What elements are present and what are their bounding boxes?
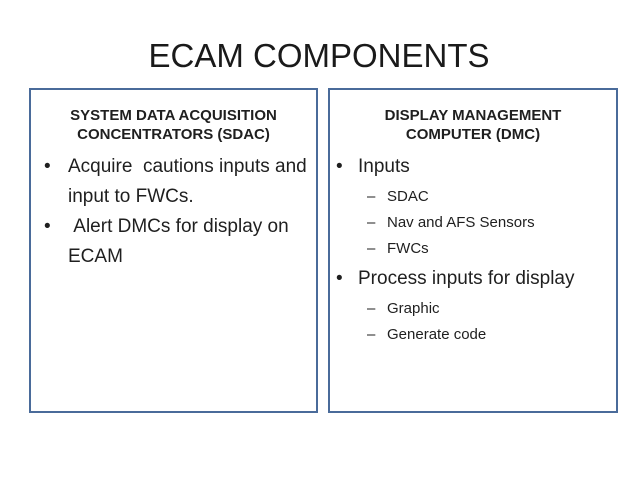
sub-bullet-item: – Generate code — [330, 322, 616, 348]
dash-icon: – — [367, 188, 376, 205]
bullet-item-text: Process inputs for display — [358, 268, 575, 289]
dash-icon: – — [367, 214, 376, 231]
bullet-icon: • — [44, 216, 51, 237]
dmc-sublist-inputs: – SDAC – Nav and AFS Sensors – FWCs — [330, 184, 616, 262]
bullet-item: • Acquire cautions inputs and input to F… — [31, 152, 312, 212]
dmc-box-heading: DISPLAY MANAGEMENT COMPUTER (DMC) — [384, 107, 562, 143]
sub-bullet-item-text: FWCs — [387, 240, 429, 257]
sdac-box: SYSTEM DATA ACQUISITION CONCENTRATORS (S… — [29, 88, 318, 413]
sub-bullet-item: – SDAC — [330, 184, 616, 210]
bullet-item-text: Alert DMCs for display on ECAM — [68, 216, 289, 267]
sub-bullet-item: – Graphic — [330, 296, 616, 322]
bullet-icon: • — [336, 156, 343, 177]
bullet-item: • Alert DMCs for display on ECAM — [31, 212, 312, 272]
sub-bullet-item-text: SDAC — [387, 188, 429, 205]
slide-title: ECAM COMPONENTS — [148, 37, 490, 74]
bullet-item: • Inputs — [330, 152, 612, 182]
dash-icon: – — [367, 240, 376, 257]
dmc-sublist-process: – Graphic – Generate code — [330, 296, 616, 348]
sub-bullet-item-text: Graphic — [387, 300, 440, 317]
sdac-bullet-list: • Acquire cautions inputs and input to F… — [31, 152, 316, 272]
sub-bullet-item-text: Generate code — [387, 326, 487, 343]
dmc-bullet-list: • Inputs — [330, 152, 616, 182]
dash-icon: – — [367, 300, 376, 317]
bullet-item-text: Inputs — [358, 156, 410, 177]
sub-bullet-item-text: Nav and AFS Sensors — [387, 214, 535, 231]
dmc-box: DISPLAY MANAGEMENT COMPUTER (DMC) • Inpu… — [328, 88, 618, 413]
dmc-bullet-list: • Process inputs for display — [330, 264, 616, 294]
bullet-icon: • — [44, 156, 51, 177]
dash-icon: – — [367, 326, 376, 343]
bullet-item-text: Acquire cautions inputs and input to FWC… — [68, 156, 307, 207]
sdac-box-heading: SYSTEM DATA ACQUISITION CONCENTRATORS (S… — [70, 107, 277, 143]
sub-bullet-item: – FWCs — [330, 236, 616, 262]
bullet-icon: • — [336, 268, 343, 289]
sub-bullet-item: – Nav and AFS Sensors — [330, 210, 616, 236]
bullet-item: • Process inputs for display — [330, 264, 612, 294]
